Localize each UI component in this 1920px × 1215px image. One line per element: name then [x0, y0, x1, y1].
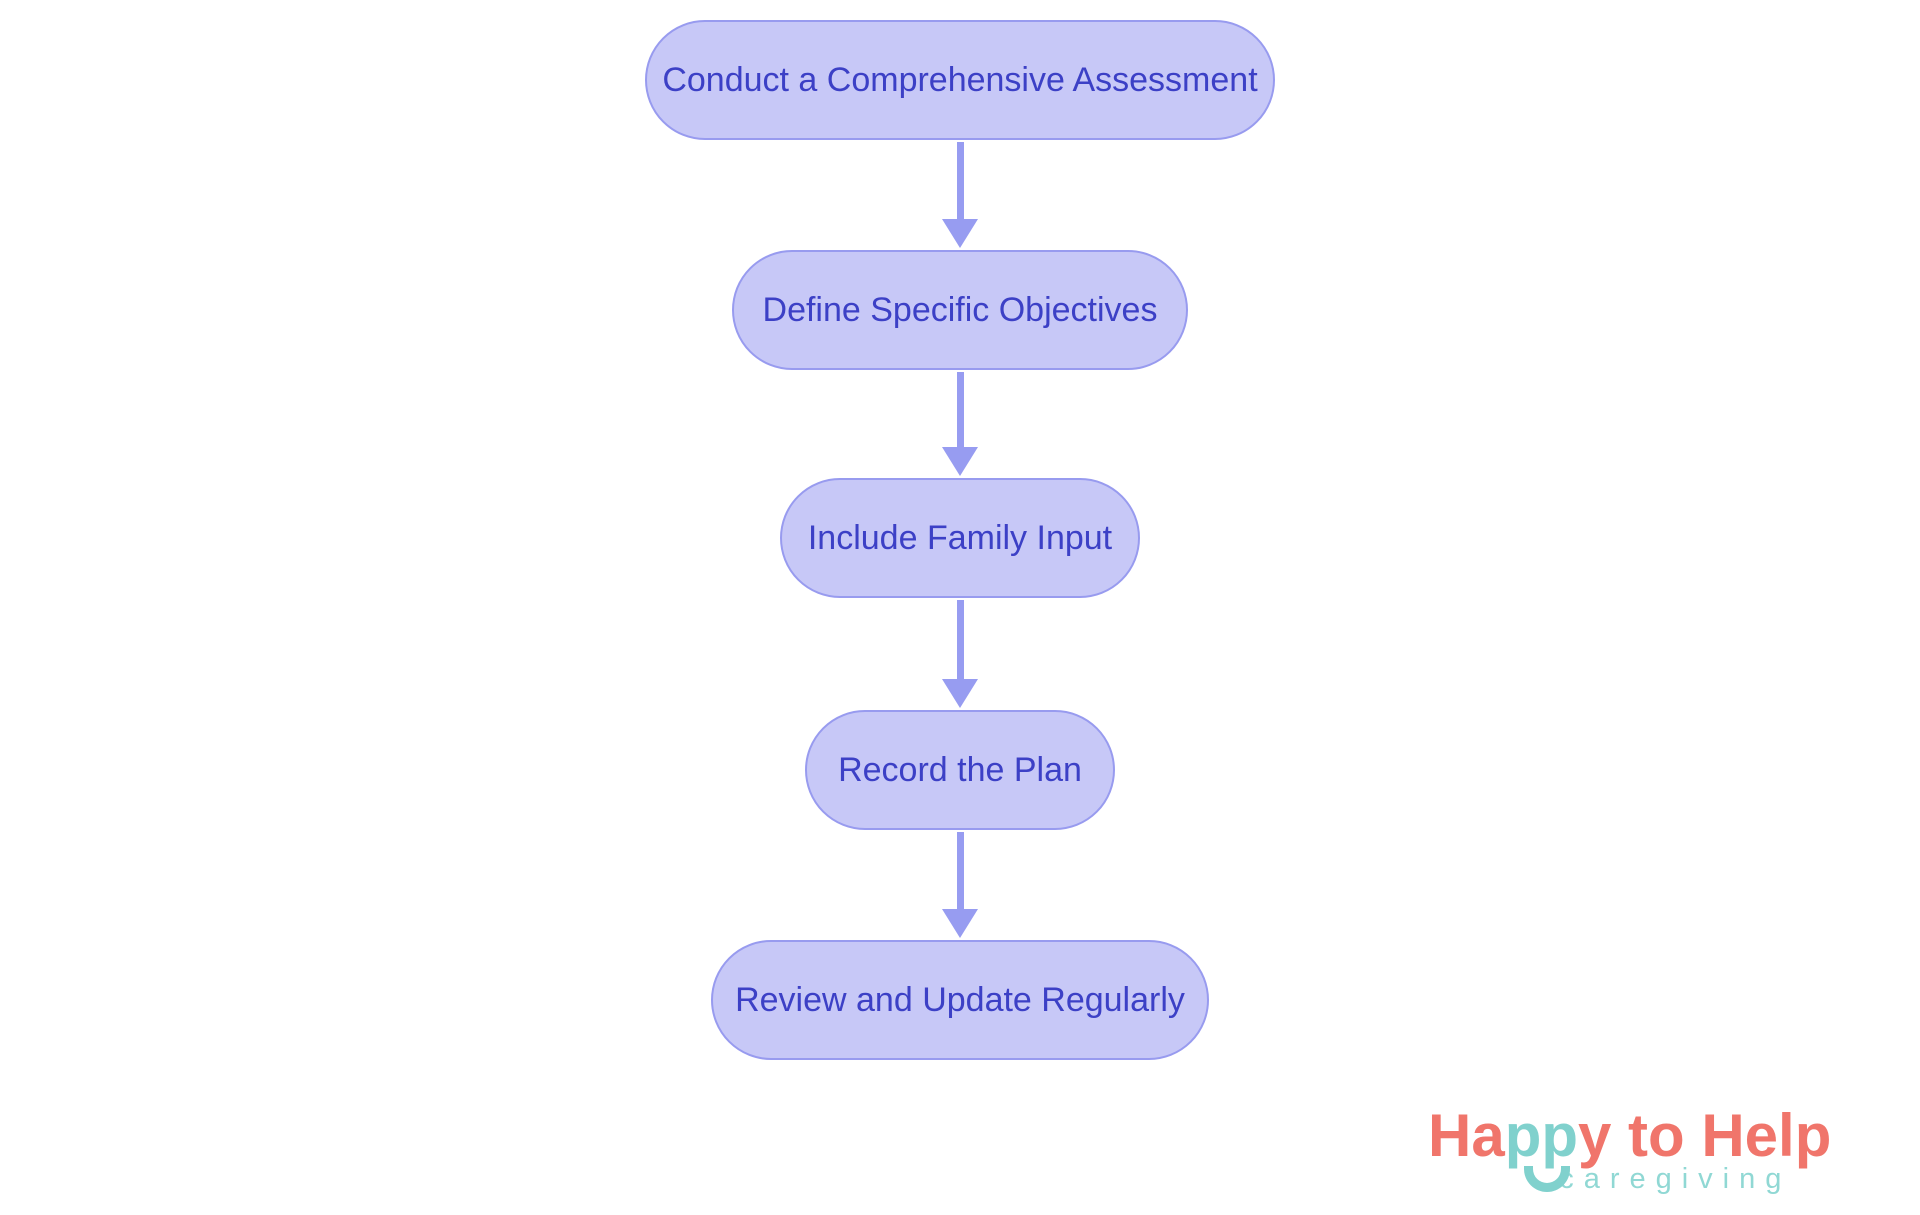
node-define-objectives: Define Specific Objectives [732, 250, 1188, 370]
logo-tagline: caregiving [1559, 1163, 1792, 1195]
logo-text-pp: pp [1504, 1102, 1579, 1169]
smile-icon [1524, 1166, 1570, 1192]
node-record-plan: Record the Plan [805, 710, 1115, 830]
arrow-down-icon [942, 219, 978, 248]
node-conduct-assessment: Conduct a Comprehensive Assessment [645, 20, 1275, 140]
arrow-down-icon [942, 909, 978, 938]
brand-logo: Happy to Help caregiving [1428, 1104, 1831, 1196]
node-label: Include Family Input [807, 518, 1113, 557]
arrow-line [956, 600, 964, 679]
logo-text-ha: Ha [1428, 1102, 1505, 1169]
node-include-family-input: Include Family Input [780, 478, 1140, 598]
node-label: Review and Update Regularly [735, 980, 1185, 1019]
logo-text-y-to-help: y to Help [1578, 1102, 1832, 1169]
arrow-line [956, 142, 964, 219]
arrow-line [956, 832, 964, 909]
node-label: Define Specific Objectives [762, 290, 1158, 329]
arrow-down-icon [942, 447, 978, 476]
node-label: Conduct a Comprehensive Assessment [662, 60, 1258, 99]
connector-arrow-2 [942, 372, 978, 476]
node-review-update: Review and Update Regularly [711, 940, 1209, 1060]
logo-wordmark: Happy to Help [1428, 1102, 1832, 1192]
connector-arrow-1 [942, 142, 978, 248]
connector-arrow-4 [942, 832, 978, 938]
arrow-line [956, 372, 964, 447]
node-label: Record the Plan [838, 750, 1082, 789]
arrow-down-icon [942, 679, 978, 708]
connector-arrow-3 [942, 600, 978, 708]
